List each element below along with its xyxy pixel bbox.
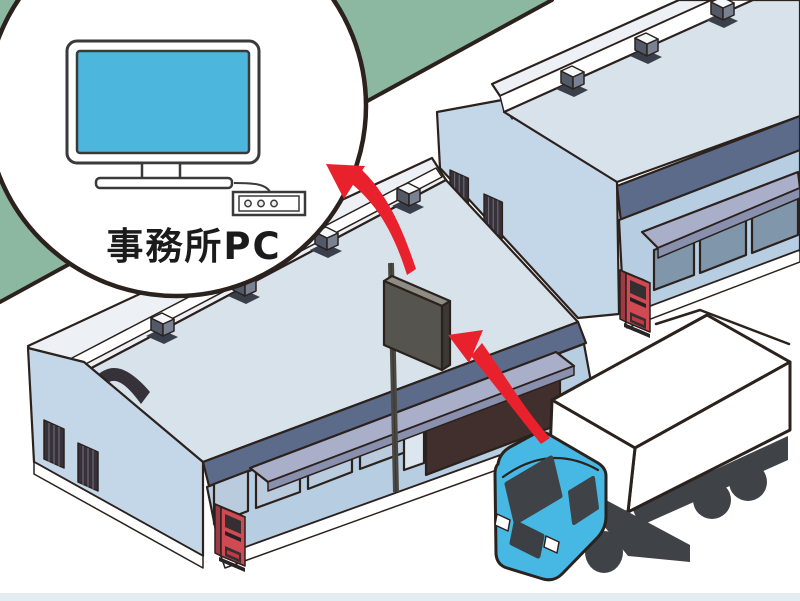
arrow-body: [352, 170, 416, 275]
callout-label: 事務所PC: [106, 225, 281, 268]
loading-canopy: [640, 170, 800, 250]
canopy-edge: [267, 365, 575, 492]
cable: [233, 182, 271, 193]
side-window: [568, 476, 599, 525]
grille: [509, 520, 545, 559]
router-body: [231, 190, 307, 217]
roof-far-slope: [490, 0, 714, 98]
sign-face: [382, 279, 444, 372]
arrow-to-sign-icon: [448, 330, 550, 444]
monitor-stand: [140, 161, 182, 181]
arrow-to-pc-icon: [326, 164, 416, 275]
monitor-screen: [75, 49, 251, 155]
arrow-head: [326, 164, 365, 199]
gable-wall: [26, 346, 205, 558]
curved-louver-vent: [94, 367, 150, 404]
gable-vent-icon: [77, 442, 99, 492]
router-led: [257, 199, 265, 208]
under-chassis: [604, 500, 690, 562]
warehouse-background: [435, 0, 800, 339]
ground-marking: [654, 308, 791, 346]
headlight: [543, 535, 560, 554]
office-pc-callout: 事務所PC: [0, 0, 369, 299]
router-led: [270, 199, 278, 208]
plinth: [33, 461, 204, 569]
chassis: [632, 436, 788, 526]
router-led: [244, 199, 252, 208]
canopy-edge: [657, 187, 800, 259]
signboard: [382, 262, 452, 493]
monitor-base: [94, 176, 234, 190]
arrow-body: [471, 343, 550, 444]
footer-strip: [0, 593, 800, 601]
headlight: [494, 513, 511, 532]
gable-vent-icon: [43, 419, 65, 469]
windshield: [504, 455, 563, 525]
monitor-icon: [65, 39, 261, 190]
truck: [493, 313, 792, 582]
router-panel: [238, 195, 300, 212]
arrow-head: [448, 330, 483, 363]
fascia-band: [615, 114, 800, 224]
router-icon: [231, 190, 307, 217]
